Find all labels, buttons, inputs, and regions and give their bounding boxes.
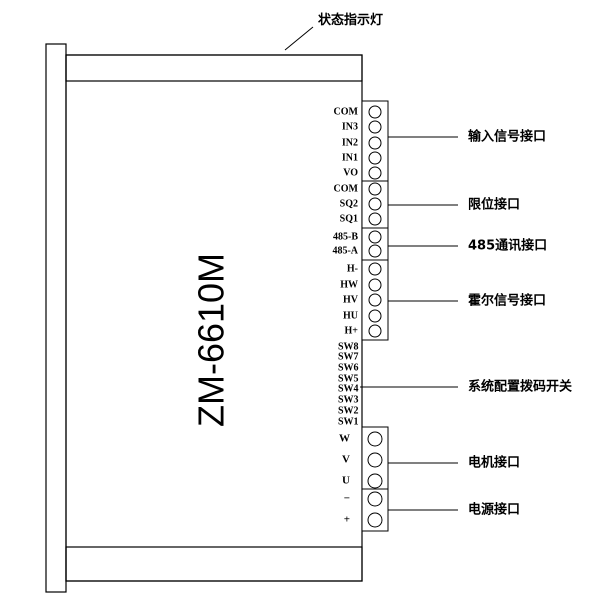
power-pin-label: − <box>344 493 350 505</box>
status-indicator-label: 状态指示灯 <box>318 12 383 28</box>
rs485-pin-label: 485-B <box>333 231 358 242</box>
input-terminal-hole <box>368 105 382 119</box>
limit-terminal-hole <box>368 212 382 226</box>
rs485-pin-label: 485-A <box>332 245 358 256</box>
motor-pin-label: V <box>342 454 350 466</box>
input-pin-label: VO <box>343 167 358 178</box>
input-pin-label: COM <box>334 106 359 117</box>
limit-pin-label: SQ1 <box>340 213 358 224</box>
power-callout-label: 电源接口 <box>468 502 520 518</box>
input-pin-label: IN3 <box>342 121 358 132</box>
hall-terminal-hole <box>368 324 382 338</box>
dip-pin-label: SW8 <box>338 341 359 352</box>
input-terminal-hole <box>368 136 382 150</box>
mounting-flange <box>45 43 67 593</box>
hall-terminal-hole <box>368 309 382 323</box>
hall-terminal-hole <box>368 262 382 276</box>
input-pin-label: IN1 <box>342 152 358 163</box>
bottom-heatsink-band <box>65 546 363 582</box>
motor-terminal-hole <box>367 431 383 447</box>
motor-callout-label: 电机接口 <box>468 455 520 471</box>
power-terminal-hole <box>367 512 383 528</box>
dip-pin-label: SW4 <box>338 383 359 394</box>
dip-pin-label: SW3 <box>338 394 359 405</box>
dip-pin-label: SW5 <box>338 373 359 384</box>
limit-terminal-hole <box>368 197 382 211</box>
dip-pin-label: SW2 <box>338 405 359 416</box>
input-pin-label: IN2 <box>342 137 358 148</box>
hall-pin-label: H+ <box>345 325 359 336</box>
motor-terminal-hole <box>367 473 383 489</box>
rs485-terminal-hole <box>368 244 382 258</box>
input-terminal-hole <box>368 151 382 165</box>
hall-pin-label: HW <box>340 279 358 290</box>
limit-callout-label: 限位接口 <box>468 197 520 213</box>
dip-pin-label: SW7 <box>338 351 359 362</box>
limit-terminal-hole <box>368 182 382 196</box>
hall-pin-label: HU <box>343 310 358 321</box>
input-callout-label: 输入信号接口 <box>468 129 546 145</box>
limit-pin-label: SQ2 <box>340 198 358 209</box>
power-terminal-hole <box>367 491 383 507</box>
motor-pin-label: W <box>339 433 350 445</box>
status-indicator-leader <box>284 26 314 51</box>
hall-callout-label: 霍尔信号接口 <box>468 293 546 309</box>
rs485-callout-label: 485通讯接口 <box>468 238 547 254</box>
hall-terminal-hole <box>368 278 382 292</box>
dip-callout-label: 系统配置拨码开关 <box>468 379 572 395</box>
hall-pin-label: HV <box>343 294 359 305</box>
motor-terminal-hole <box>367 452 383 468</box>
rs485-terminal-hole <box>368 230 382 244</box>
dip-pin-label: SW6 <box>338 362 359 373</box>
top-heatsink-band <box>65 54 363 82</box>
dip-pin-label: SW1 <box>338 416 359 427</box>
input-terminal-hole <box>368 120 382 134</box>
power-pin-label: + <box>344 514 350 526</box>
input-terminal-hole <box>368 166 382 180</box>
motor-pin-label: U <box>342 475 350 487</box>
hall-terminal-hole <box>368 293 382 307</box>
model-name: ZM-6610M <box>191 253 232 427</box>
limit-pin-label: COM <box>334 183 359 194</box>
hall-pin-label: H- <box>347 263 358 274</box>
